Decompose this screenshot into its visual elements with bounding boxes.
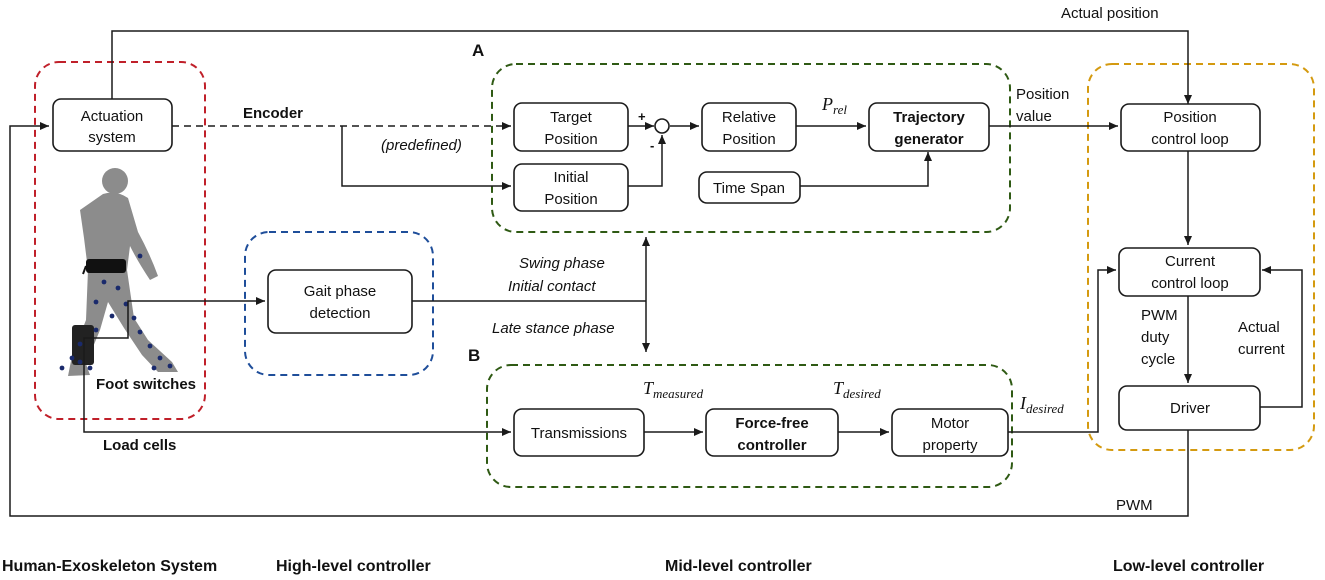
minus-sign: - [650, 138, 654, 153]
force-free-line1: Force-free [735, 415, 808, 432]
t-desired-label: Tdesired [833, 378, 881, 401]
actual-current-line1: Actual [1238, 319, 1280, 336]
force-free-controller-block [705, 408, 839, 457]
force-free-line2: controller [737, 437, 806, 454]
actual-position-label: Actual position [1061, 5, 1159, 22]
relative-position-block [701, 102, 797, 152]
footer-mid-level: Mid-level controller [665, 558, 812, 575]
encoder-label: Encoder [243, 105, 303, 122]
i-desired-label: Idesired [1019, 393, 1064, 416]
actuation-system-line1: Actuation [81, 108, 144, 125]
motor-property-block [891, 408, 1009, 457]
actuation-system-block [52, 98, 173, 152]
actual-current-line2: current [1238, 341, 1286, 358]
footer-high-level: High-level controller [276, 558, 431, 575]
target-position-block [513, 102, 629, 152]
panel-label-a: A [472, 41, 484, 60]
plus-sign: + [638, 109, 646, 124]
actuation-system-line2: system [88, 129, 136, 146]
foot-switches-label: Foot switches [96, 376, 196, 393]
relative-position-line1: Relative [722, 109, 776, 126]
relative-position-line2: Position [722, 131, 775, 148]
footer-human-exoskeleton: Human-Exoskeleton System [2, 558, 217, 575]
position-control-line2: control loop [1151, 131, 1229, 148]
load-cells-label: Load cells [103, 437, 176, 454]
trajectory-generator-line1: Trajectory [893, 109, 965, 126]
position-control-line1: Position [1163, 109, 1216, 126]
target-position-line2: Position [544, 131, 597, 148]
gait-phase-detection-block [267, 269, 413, 334]
predefined-label: (predefined) [381, 137, 462, 154]
transmissions-label: Transmissions [531, 425, 627, 442]
summing-junction [654, 118, 670, 134]
position-value-line2: value [1016, 108, 1052, 125]
gait-phase-line2: detection [310, 305, 371, 322]
initial-position-line2: Position [544, 191, 597, 208]
transmissions-block [513, 408, 645, 457]
driver-block [1118, 385, 1261, 431]
trajectory-region-a [491, 63, 1011, 233]
panel-label-b: B [468, 346, 480, 365]
pwm-label: PWM [1116, 497, 1153, 514]
current-control-loop-block [1118, 247, 1261, 297]
time-span-block [698, 171, 801, 204]
motor-property-line1: Motor [931, 415, 969, 432]
initial-contact-label: Initial contact [508, 278, 596, 295]
initial-position-block [513, 163, 629, 212]
current-control-line1: Current [1165, 253, 1216, 270]
t-measured-label: Tmeasured [643, 378, 704, 401]
initial-position-line1: Initial [553, 169, 588, 186]
target-position-line1: Target [550, 109, 593, 126]
motor-property-line2: property [922, 437, 978, 454]
sensor-dots [59, 253, 173, 371]
human-exoskeleton-region [34, 61, 206, 420]
footer-low-level: Low-level controller [1113, 558, 1264, 575]
pwm-duty-line3: cycle [1141, 351, 1175, 368]
position-control-loop-block [1120, 103, 1261, 152]
pwm-duty-line2: duty [1141, 329, 1170, 346]
signal-wires [9, 30, 1303, 517]
late-stance-label: Late stance phase [492, 320, 615, 337]
driver-label: Driver [1170, 400, 1210, 417]
pwm-duty-line1: PWM [1141, 307, 1178, 324]
low-level-region [1087, 63, 1315, 451]
gait-detection-region [244, 231, 434, 376]
trajectory-generator-block [868, 102, 990, 152]
gait-phase-line1: Gait phase [304, 283, 377, 300]
p-rel-label: Prel [821, 94, 847, 117]
trajectory-generator-line2: generator [894, 131, 963, 148]
swing-phase-label: Swing phase [519, 255, 605, 272]
current-control-line2: control loop [1151, 275, 1229, 292]
time-span-label: Time Span [713, 180, 785, 197]
force-free-region-b [486, 364, 1013, 488]
position-value-line1: Position [1016, 86, 1069, 103]
